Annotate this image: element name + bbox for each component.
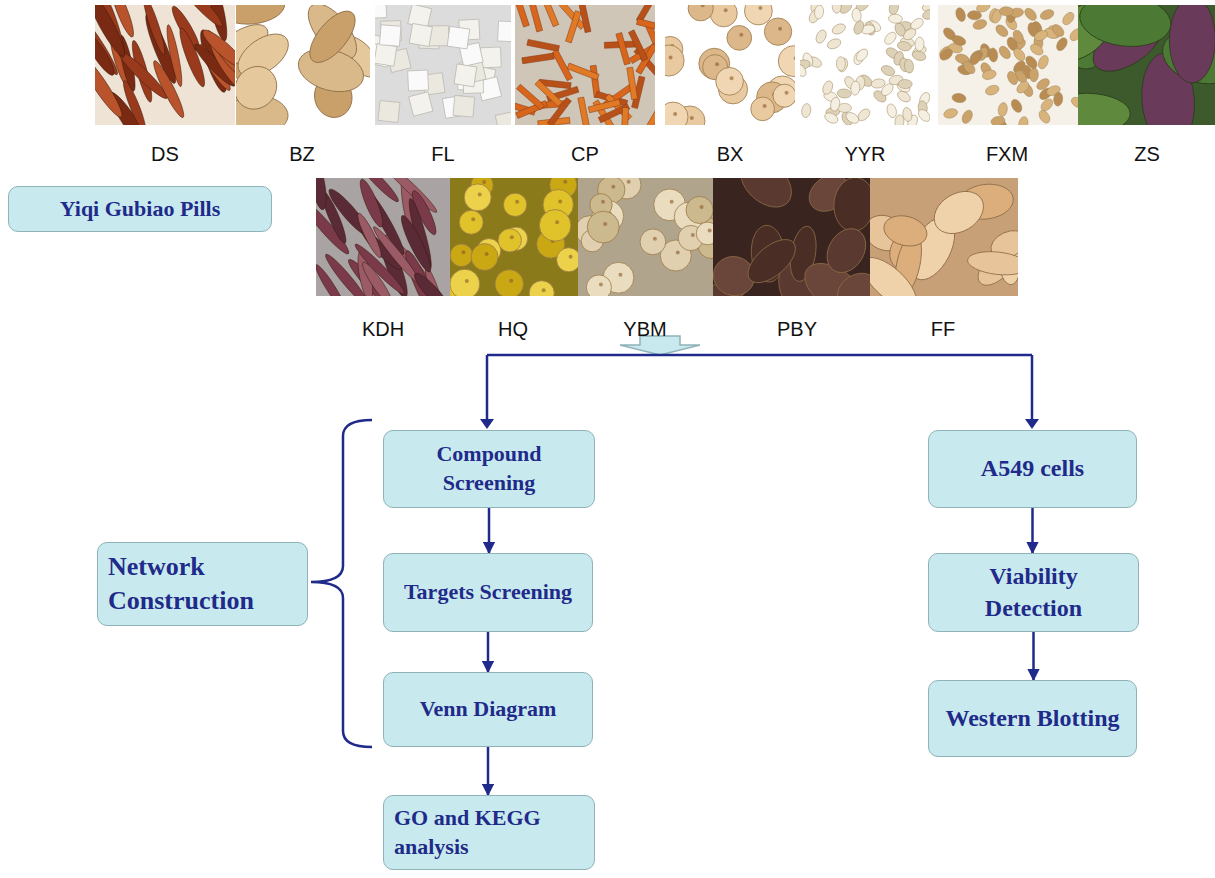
group-box: Network Construction	[97, 542, 308, 626]
herb-photo	[1078, 5, 1215, 125]
box-text: Viability Detection	[939, 561, 1128, 623]
herb-abbreviation: BX	[717, 143, 744, 165]
herb-abbreviation: PBY	[777, 318, 817, 340]
curly-bracket	[311, 420, 372, 747]
box-text: Yiqi Gubiao Pills	[60, 195, 221, 224]
box-text: Western Blotting	[946, 703, 1120, 734]
herb-abbreviation: FXM	[986, 143, 1028, 165]
herb-photo	[713, 178, 870, 296]
herb-label: HQ	[498, 318, 528, 341]
process-box: Venn Diagram	[383, 672, 593, 747]
flow-arrow	[1032, 632, 1035, 680]
herb-photo	[870, 178, 1018, 296]
process-box: Western Blotting	[928, 680, 1137, 757]
herb-label: CP	[571, 143, 599, 166]
herb-label: PBY	[777, 318, 817, 341]
flow-arrow	[488, 508, 491, 553]
herb-abbreviation: DS	[151, 143, 179, 165]
herb-photo	[316, 178, 450, 296]
herb-label: BX	[717, 143, 744, 166]
box-text: Network Construction	[108, 550, 297, 618]
herb-photo	[800, 5, 930, 125]
flow-arrow	[487, 747, 490, 795]
flow-arrow	[1031, 508, 1034, 553]
herb-photo	[236, 5, 370, 125]
herb-label: YYR	[844, 143, 885, 166]
process-box: GO and KEGG analysis	[383, 795, 595, 870]
box-text: GO and KEGG analysis	[394, 804, 584, 861]
herb-abbreviation: ZS	[1134, 143, 1160, 165]
herb-abbreviation: YBM	[623, 318, 666, 340]
herb-label: FF	[931, 318, 955, 341]
arrow-head	[480, 419, 494, 429]
box-text: Venn Diagram	[420, 695, 557, 724]
box-text: A549 cells	[981, 453, 1084, 484]
box-text: Targets Screening	[404, 578, 572, 607]
box-text: Compound Screening	[394, 440, 584, 497]
herb-photo	[938, 5, 1078, 125]
herb-photo	[515, 5, 655, 125]
herb-abbreviation: HQ	[498, 318, 528, 340]
herb-label: DS	[151, 143, 179, 166]
product-box: Yiqi Gubiao Pills	[8, 186, 272, 232]
herb-photo	[665, 5, 795, 125]
herb-photo	[450, 178, 578, 296]
herb-label: ZS	[1134, 143, 1160, 166]
herb-abbreviation: BZ	[289, 143, 315, 165]
process-box: A549 cells	[928, 430, 1137, 508]
arrow-head	[1025, 419, 1039, 429]
herb-label: YBM	[623, 318, 666, 341]
herb-abbreviation: FF	[931, 318, 955, 340]
herb-abbreviation: FL	[431, 143, 454, 165]
herb-abbreviation: YYR	[844, 143, 885, 165]
herb-photo	[578, 178, 713, 296]
process-box: Targets Screening	[383, 553, 593, 632]
split-line	[487, 355, 1032, 420]
herb-photo	[375, 5, 511, 125]
flow-arrow	[487, 632, 490, 672]
herb-abbreviation: KDH	[362, 318, 404, 340]
herb-label: BZ	[289, 143, 315, 166]
herb-label: KDH	[362, 318, 404, 341]
herb-photo	[95, 5, 235, 125]
herb-label: FL	[431, 143, 454, 166]
process-box: Compound Screening	[383, 430, 595, 508]
herb-abbreviation: CP	[571, 143, 599, 165]
herb-label: FXM	[986, 143, 1028, 166]
process-box: Viability Detection	[928, 553, 1139, 632]
